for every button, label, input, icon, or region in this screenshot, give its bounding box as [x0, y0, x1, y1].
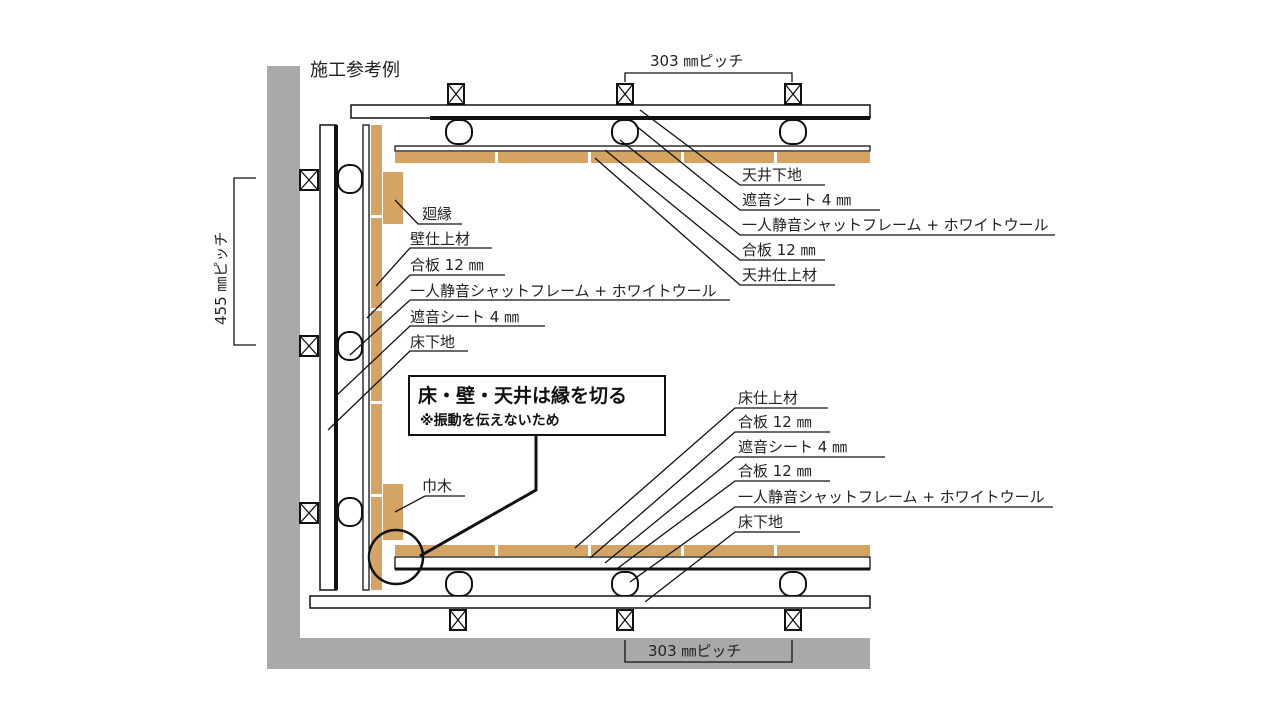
floor-leaders	[574, 407, 1053, 603]
baseboard-leader	[394, 495, 465, 513]
wall-label: 合板 12 ㎜	[410, 256, 484, 274]
ceiling-leaders	[594, 109, 1055, 286]
ceiling-label: 遮音シート 4 ㎜	[742, 191, 851, 209]
wall-assembly	[299, 124, 403, 591]
crown-molding	[383, 172, 403, 224]
floor-assembly	[309, 545, 871, 631]
pitch-bottom-label: 303 ㎜ピッチ	[648, 642, 741, 660]
floor-label: 合板 12 ㎜	[738, 413, 812, 431]
pitch-left-label: 455 ㎜ピッチ	[212, 232, 230, 325]
ceiling-label: 天井仕上材	[742, 266, 817, 284]
ceiling-label: 天井下地	[742, 166, 802, 184]
floor-label: 一人静音シャットフレーム + ホワイトウール	[738, 488, 1045, 506]
floor-label: 遮音シート 4 ㎜	[738, 438, 847, 456]
floor-label: 合板 12 ㎜	[738, 462, 812, 480]
wall-label: 遮音シート 4 ㎜	[410, 308, 519, 326]
pitch-top-label: 303 ㎜ピッチ	[650, 52, 743, 70]
concrete-wall	[267, 66, 300, 669]
wall-leaders	[327, 199, 730, 431]
callout-pointer	[419, 435, 538, 558]
floor-label: 床下地	[738, 513, 783, 531]
baseboard-label: 巾木	[422, 477, 452, 495]
callout-circle	[367, 528, 425, 586]
ceiling-label: 合板 12 ㎜	[742, 241, 816, 259]
baseboard	[383, 484, 403, 540]
callout-box	[408, 375, 666, 436]
callout-sub: ※振動を伝えないため	[420, 412, 560, 429]
ceiling-assembly	[350, 83, 871, 163]
wall-label: 一人静音シャットフレーム + ホワイトウール	[410, 282, 717, 300]
wall-label: 廻縁	[422, 205, 452, 223]
wall-label: 床下地	[410, 333, 455, 351]
wall-label: 壁仕上材	[410, 230, 470, 248]
callout-main: 床・壁・天井は縁を切る	[418, 384, 627, 407]
concrete-floor	[267, 638, 870, 669]
diagram-title: 施工参考例	[310, 60, 400, 81]
floor-label: 床仕上材	[738, 389, 798, 407]
ceiling-label: 一人静音シャットフレーム + ホワイトウール	[742, 216, 1049, 234]
